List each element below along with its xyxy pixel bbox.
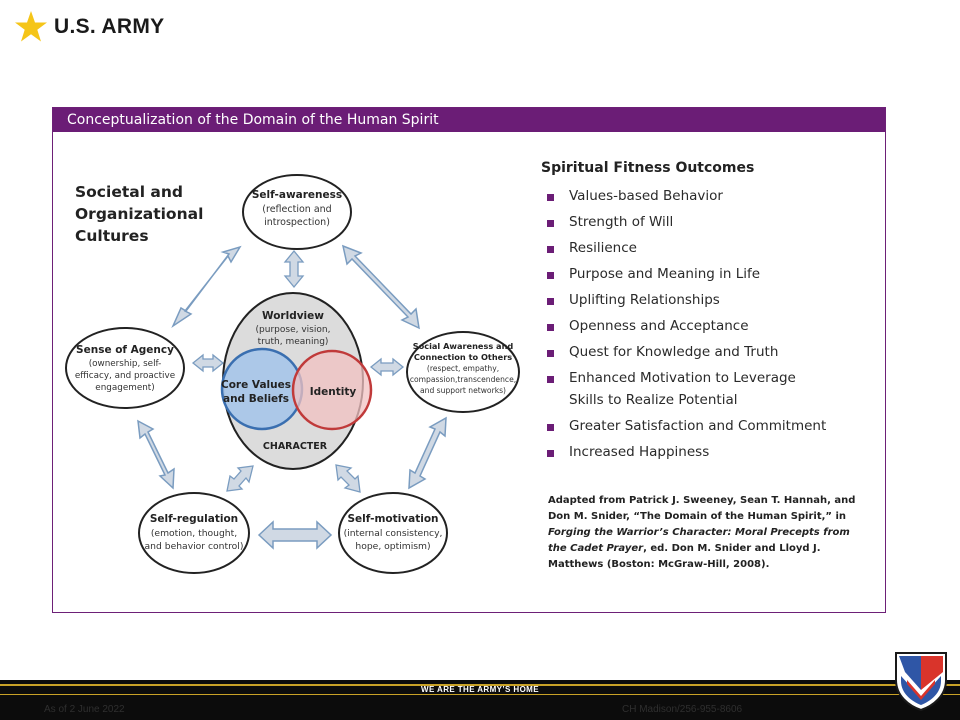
arrow-core-awareness (283, 249, 305, 289)
figure-title: Conceptualization of the Domain of the H… (53, 108, 885, 132)
self-regulation-line-2: and behavior control) (145, 541, 244, 552)
outcome-item: Values-based Behavior (541, 186, 871, 208)
outcomes-panel: Spiritual Fitness Outcomes Values-based … (541, 160, 871, 468)
self-awareness-line-2: introspection) (264, 217, 330, 228)
outcome-item: Greater Satisfaction and Commitment (541, 416, 871, 438)
identity-label: Identity (310, 386, 357, 398)
arrow-core-social (369, 357, 405, 377)
self-awareness-line-1: (reflection and (262, 204, 331, 215)
us-army-logo: U.S. ARMY (14, 10, 164, 44)
footer-contact: CH Madison/256-955-8606 (622, 704, 743, 715)
self-regulation-line-1: (emotion, thought, (151, 528, 237, 539)
self-motivation-title: Self-motivation (347, 513, 438, 525)
identity-circle (291, 349, 373, 431)
footer-gold-line-thin (0, 694, 960, 695)
self-motivation-node (338, 492, 448, 574)
worldview-title: Worldview (262, 310, 324, 322)
sense-of-agency-title: Sense of Agency (76, 344, 174, 356)
logo-text: U.S. ARMY (54, 15, 165, 38)
worldview-line-2: truth, meaning) (258, 337, 329, 347)
arrow-regulation-motivation (257, 520, 333, 550)
core-values-line-1: Core Values (221, 379, 291, 391)
social-awareness-title-1: Social Awareness and (413, 341, 514, 351)
social-awareness-node (406, 331, 520, 413)
context-label: Societal and Organizational Cultures (75, 183, 204, 245)
arrow-core-motivation (335, 464, 361, 493)
army-materiel-command-shield-icon (895, 652, 947, 712)
sense-of-agency-line-3: engagement) (95, 383, 154, 393)
footer-slogan: WE ARE THE ARMY’S HOME (421, 685, 539, 694)
outcome-item: Purpose and Meaning in Life (541, 264, 871, 286)
self-motivation-line-2: hope, optimism) (355, 541, 430, 552)
self-regulation-node (138, 492, 250, 574)
social-awareness-title-2: Connection to Others (414, 352, 512, 362)
bullet-icon (547, 246, 554, 253)
sense-of-agency-node (65, 327, 185, 409)
footer-bar (0, 680, 960, 720)
arrow-agency-regulation (137, 419, 175, 490)
arrow-social-motivation (408, 416, 447, 490)
outcome-item: Openness and Acceptance (541, 316, 871, 338)
outcome-item: Strength of Will (541, 212, 871, 234)
self-awareness-node (242, 174, 352, 250)
bullet-icon (547, 324, 554, 331)
citation: Adapted from Patrick J. Sweeney, Sean T.… (548, 495, 856, 570)
outcome-item: Enhanced Motivation to Leverage Skills t… (541, 368, 819, 411)
bullet-icon (547, 220, 554, 227)
sense-of-agency-line-2: efficacy, and proactive (75, 371, 175, 381)
bullet-icon (547, 449, 554, 457)
social-awareness-line-2: compassion,transcendence, (410, 375, 516, 384)
spirit-diagram: Worldview (purpose, vision, truth, meani… (65, 174, 520, 574)
self-regulation-title: Self-regulation (150, 513, 238, 525)
social-awareness-line-1: (respect, empathy, (427, 364, 499, 373)
arrow-awareness-social (341, 244, 420, 330)
arrow-awareness-agency (171, 245, 242, 329)
footer-date: As of 2 June 2022 (44, 704, 125, 715)
arrow-core-regulation (226, 465, 254, 492)
bullet-icon (547, 298, 554, 305)
bullet-icon (547, 423, 554, 431)
outcome-item: Resilience (541, 238, 871, 260)
self-motivation-line-1: (internal consistency, (344, 528, 443, 539)
social-awareness-line-3: and support networks) (420, 386, 506, 395)
outcome-item: Uplifting Relationships (541, 290, 871, 312)
bullet-icon (547, 194, 554, 201)
arrow-core-agency (191, 353, 225, 373)
character-label: CHARACTER (263, 441, 328, 452)
outcomes-title: Spiritual Fitness Outcomes (541, 160, 755, 176)
core-values-line-2: and Beliefs (223, 393, 289, 405)
sense-of-agency-line-1: (ownership, self- (89, 359, 162, 369)
figure-panel: Conceptualization of the Domain of the H… (52, 107, 886, 613)
outcome-item: Increased Happiness (541, 442, 871, 464)
outcome-item: Quest for Knowledge and Truth (541, 342, 871, 364)
self-awareness-title: Self-awareness (252, 189, 342, 201)
bullet-icon (547, 272, 554, 279)
worldview-line-1: (purpose, vision, (256, 325, 331, 335)
footer-gold-line (0, 684, 960, 686)
star-icon (15, 11, 47, 42)
bullet-icon (547, 350, 554, 357)
bullet-icon (547, 376, 554, 383)
